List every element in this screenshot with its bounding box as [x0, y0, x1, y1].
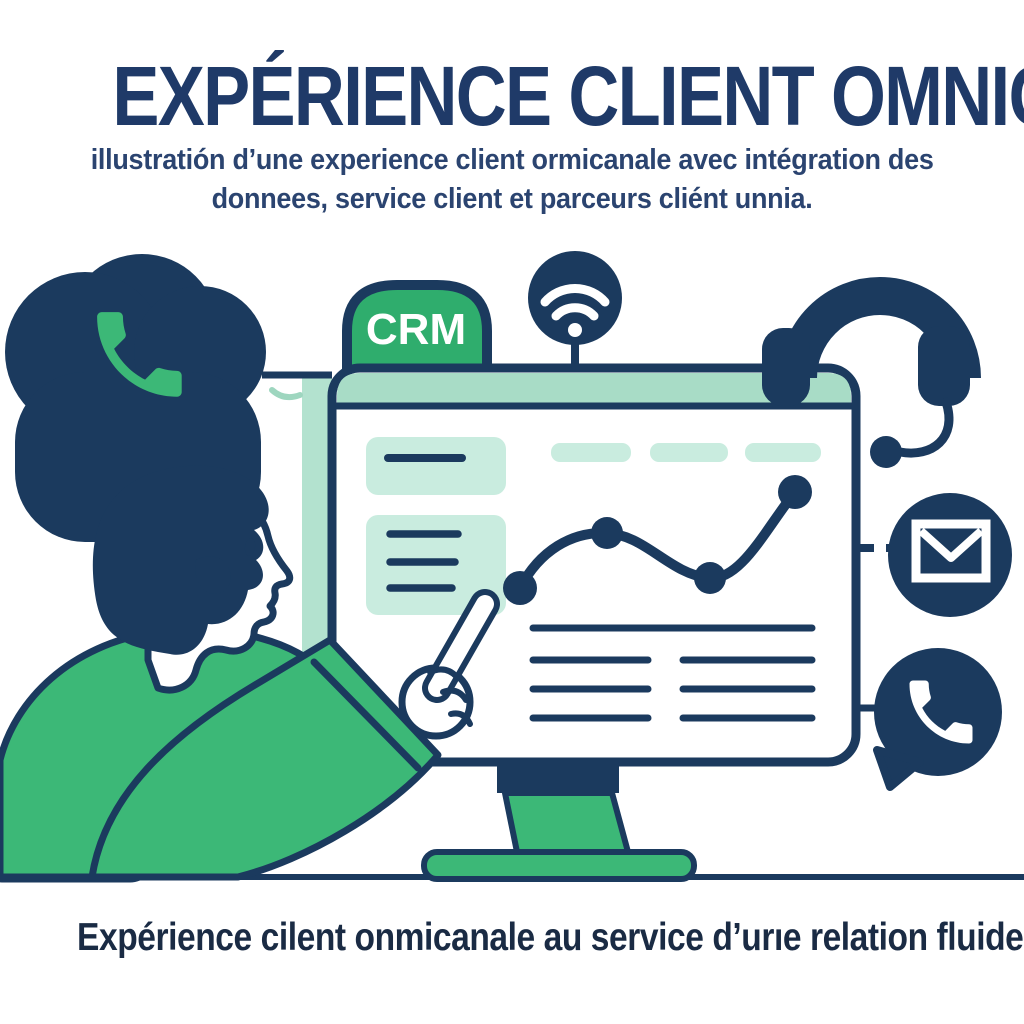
dashboard-tabs	[551, 443, 821, 462]
dashboard-card-2	[366, 515, 506, 615]
dashboard-line-chart	[503, 475, 812, 605]
monitor-stand-base	[421, 849, 697, 882]
monitor-stand	[421, 760, 697, 882]
wifi-icon	[528, 251, 622, 345]
page-title-text: EXPÉRIENCE CLIENT OMNICANALE	[112, 49, 1024, 143]
mic-ball	[870, 436, 902, 468]
dashboard-card-1	[366, 437, 506, 495]
mic-boom	[895, 397, 954, 458]
subtitle-line-1: illustratión d’une experience client orm…	[90, 144, 934, 176]
email-icon	[858, 493, 1012, 617]
crm-badge: CRM	[342, 280, 492, 385]
pointing-hand	[398, 589, 500, 740]
dashboard-list	[529, 624, 816, 722]
person-hair	[92, 465, 269, 655]
person-sideburn	[195, 556, 231, 594]
chat-phone-icon	[856, 648, 1002, 791]
subtitle-line-2: donnees, service client et parceurs clié…	[211, 183, 813, 215]
phone-handset-glyph	[97, 312, 182, 397]
crm-badge-label: CRM	[366, 305, 466, 354]
index-finger	[428, 595, 494, 697]
monitor-top-strip	[337, 373, 851, 403]
bottom-caption: Expérience cilent onmicanale au service …	[77, 916, 1024, 959]
page-title: EXPÉRIENCE CLIENT OMNICANALE	[0, 50, 1024, 142]
person-eye	[244, 538, 256, 556]
headset-icon	[762, 277, 981, 468]
monitor	[327, 363, 861, 882]
bubble-tail	[873, 746, 924, 791]
person	[0, 465, 500, 881]
sleeve-cuff	[310, 658, 422, 772]
envelope-glyph	[911, 519, 991, 583]
phone-handset-glyph	[909, 680, 973, 744]
